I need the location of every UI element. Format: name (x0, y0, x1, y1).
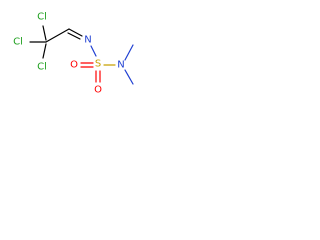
bond-c-cl-top (42, 25, 47, 41)
atom-n-amine: N (117, 60, 124, 71)
molecule-structure: Cl Cl Cl N S O O N (13, 12, 134, 96)
atom-n-imine: N (84, 35, 91, 46)
bond-ch-n-1 (68, 28, 83, 37)
bond-c-cl-bottom (42, 43, 47, 59)
atom-s-center: S (95, 59, 101, 70)
bond-n-methyl-top (124, 44, 134, 61)
bonds (29, 25, 134, 85)
bond-n-methyl-bottom (124, 69, 134, 85)
atom-o-bottom: O (94, 85, 102, 96)
bond-n-s (90, 45, 97, 57)
atom-labels: Cl Cl Cl N S O O N (13, 12, 125, 96)
atom-cl-top: Cl (37, 12, 47, 23)
bond-c-ch (45, 28, 70, 43)
atom-cl-left: Cl (13, 37, 23, 48)
bond-ch-n-2 (67, 32, 81, 40)
atom-cl-bottom: Cl (37, 62, 47, 73)
atom-o-left: O (70, 60, 78, 71)
